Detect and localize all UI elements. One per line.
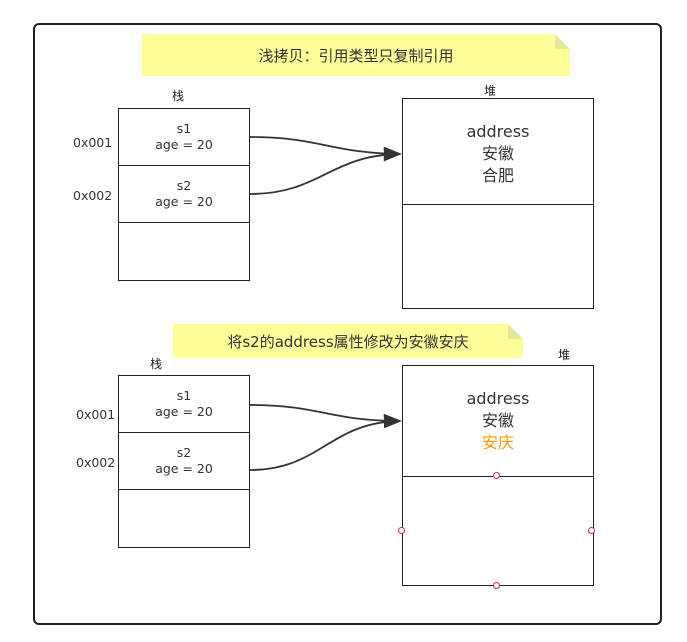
title-note-modify-address: 将s2的address属性修改为安徽安庆	[173, 324, 523, 358]
diagram-frame	[33, 23, 662, 625]
stack-cell-s2: s2 age = 20	[119, 166, 249, 223]
address-label-s2: 0x002	[73, 188, 113, 203]
arrow-s2-to-heap	[249, 414, 402, 471]
stack-label: 栈	[150, 357, 163, 371]
stack-label: 栈	[172, 89, 185, 103]
heap-field-name: address	[466, 122, 530, 141]
var-field: age = 20	[155, 404, 213, 419]
stack-box: s1 age = 20 s2 age = 20	[118, 375, 250, 548]
resize-handle-top[interactable]	[493, 472, 500, 479]
resize-handle-bottom[interactable]	[493, 582, 500, 589]
arrow-s1-to-heap	[249, 404, 402, 429]
heap-object: address 安徽 合肥	[403, 99, 593, 205]
heap-field-name: address	[466, 389, 530, 408]
address-label-s1: 0x001	[73, 135, 113, 150]
heap-label: 堆	[558, 348, 571, 362]
var-name: s2	[176, 178, 192, 193]
address-label-s1: 0x001	[76, 407, 116, 422]
arrow-s1-to-heap	[249, 136, 402, 161]
address-label-s2: 0x002	[76, 455, 116, 470]
heap-box: address 安徽 合肥	[402, 98, 594, 309]
stack-cell-s1: s1 age = 20	[119, 109, 249, 166]
resize-handle-left[interactable]	[398, 527, 405, 534]
var-name: s2	[176, 445, 192, 460]
var-field: age = 20	[155, 461, 213, 476]
arrow-s2-to-heap	[249, 147, 402, 195]
heap-city-changed: 安庆	[481, 433, 514, 452]
title-note-shallow-copy: 浅拷贝：引用类型只复制引用	[142, 34, 570, 76]
var-name: s1	[176, 388, 192, 403]
heap-label: 堆	[484, 84, 497, 98]
var-field: age = 20	[155, 137, 213, 152]
stack-box: s1 age = 20 s2 age = 20	[118, 108, 250, 281]
stack-cell-s1: s1 age = 20	[119, 376, 249, 433]
title-text: 将s2的address属性修改为安徽安庆	[227, 332, 469, 351]
var-name: s1	[176, 121, 192, 136]
var-field: age = 20	[155, 194, 213, 209]
heap-city: 合肥	[481, 166, 514, 185]
title-text: 浅拷贝：引用类型只复制引用	[258, 46, 454, 65]
stack-cell-s2: s2 age = 20	[119, 433, 249, 490]
resize-handle-right[interactable]	[588, 527, 595, 534]
heap-province: 安徽	[481, 411, 514, 430]
heap-province: 安徽	[481, 144, 514, 163]
